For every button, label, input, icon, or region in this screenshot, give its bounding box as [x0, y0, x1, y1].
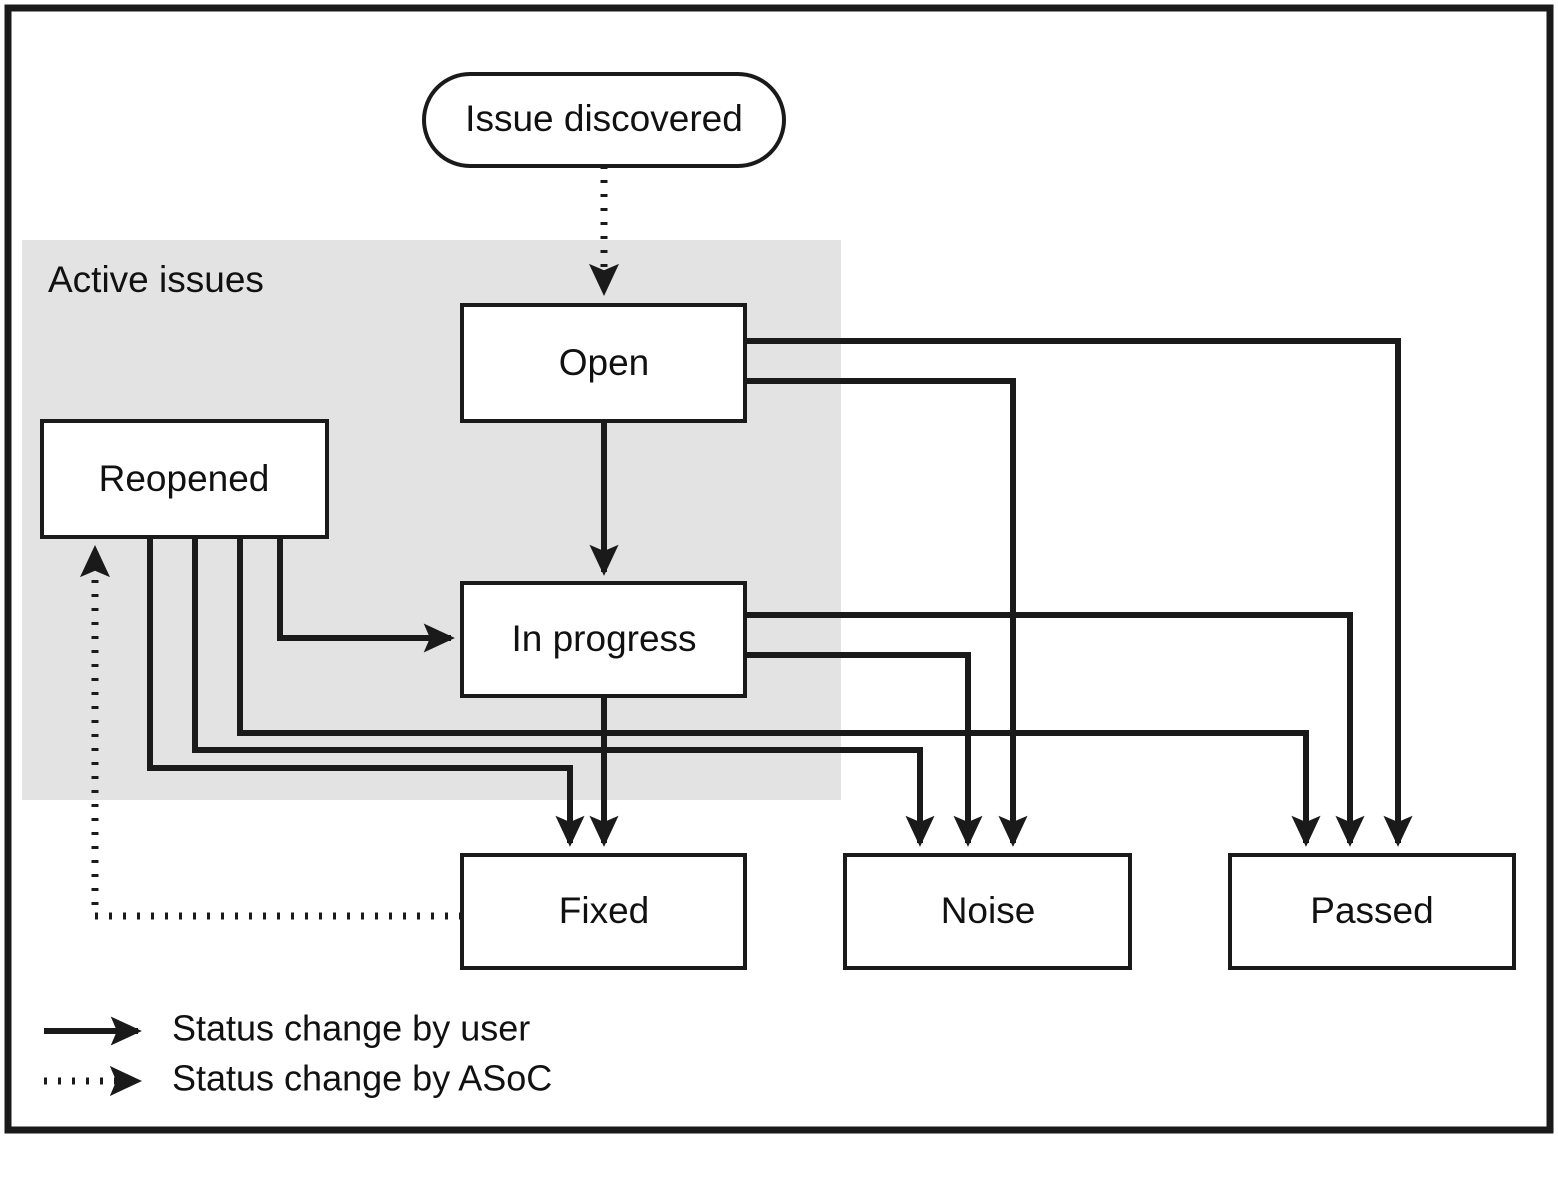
passed-label: Passed: [1310, 890, 1433, 931]
node-issue-discovered[interactable]: Issue discovered: [422, 72, 786, 168]
open-label: Open: [559, 342, 650, 383]
node-noise[interactable]: Noise: [843, 853, 1132, 970]
edge-reopened-to-fixed: [147, 537, 585, 847]
node-open[interactable]: Open: [460, 303, 747, 423]
legend-item-user: Status change by user: [44, 1008, 530, 1049]
noise-box[interactable]: [843, 853, 1132, 970]
outer-border: [4, 4, 1554, 1134]
issue-discovered-label: Issue discovered: [465, 98, 743, 139]
node-reopened[interactable]: Reopened: [40, 419, 329, 539]
node-fixed[interactable]: Fixed: [460, 853, 747, 970]
active-issues-label: Active issues: [48, 259, 264, 300]
node-in-progress[interactable]: In progress: [460, 581, 747, 698]
edge-fixed-to-reopened: [79, 544, 462, 920]
edge-reopened-to-in-progress: [277, 537, 455, 653]
in-progress-label: In progress: [511, 618, 696, 659]
reopened-label: Reopened: [99, 458, 270, 499]
open-box[interactable]: [460, 303, 747, 423]
edge-open-to-passed: [745, 338, 1413, 847]
in-progress-box[interactable]: [460, 581, 747, 698]
edge-reopened-to-passed: [237, 537, 1321, 847]
issue-discovered-box[interactable]: [422, 72, 786, 168]
edge-reopened-to-noise: [192, 537, 935, 847]
edge-in-progress-to-noise: [745, 652, 983, 847]
node-passed[interactable]: Passed: [1228, 853, 1516, 970]
passed-box[interactable]: [1228, 853, 1516, 970]
edge-open-to-noise: [745, 378, 1028, 847]
fixed-label: Fixed: [559, 890, 649, 931]
fixed-box[interactable]: [460, 853, 747, 970]
legend-item-asoc: Status change by ASoC: [44, 1058, 552, 1099]
edge-in-progress-to-passed: [745, 612, 1365, 847]
legend: Status change by user Status change by A…: [44, 1008, 552, 1099]
reopened-box[interactable]: [40, 419, 329, 539]
noise-label: Noise: [941, 890, 1036, 931]
legend-asoc-label: Status change by ASoC: [172, 1058, 552, 1099]
legend-user-label: Status change by user: [172, 1008, 530, 1049]
